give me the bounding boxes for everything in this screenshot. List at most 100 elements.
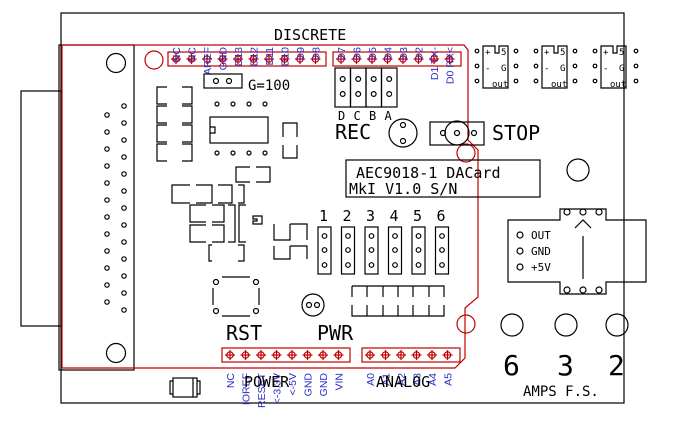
stop-pin <box>453 129 461 137</box>
sensor-pin <box>595 286 603 294</box>
pin-label: D6 <box>352 47 364 61</box>
gain-label: G=100 <box>248 78 290 94</box>
db25-pin <box>121 290 127 296</box>
header-pin[interactable] <box>398 54 408 64</box>
led-pin <box>313 301 321 309</box>
db25-pin <box>104 265 110 271</box>
rec-button[interactable] <box>388 118 418 148</box>
header-pin[interactable] <box>287 350 297 360</box>
mode-jumpers[interactable] <box>334 67 398 108</box>
rst-pin <box>212 307 220 315</box>
channel-number: 3 <box>366 207 375 225</box>
sensor-arrow <box>574 219 592 279</box>
channel-jumper-4[interactable]: 4 <box>387 207 403 275</box>
header-pin[interactable] <box>302 350 313 360</box>
sensor-pin <box>516 263 524 271</box>
sensor-pin-label: +5V <box>531 261 551 274</box>
discrete-label: DISCRETE <box>274 26 346 44</box>
db25-pin <box>121 137 127 143</box>
header-pin[interactable] <box>271 350 282 360</box>
pin-label: NC <box>187 47 199 63</box>
ic-notch <box>210 126 216 134</box>
header-pin[interactable] <box>217 54 228 64</box>
shield-outline <box>61 44 479 369</box>
header-pin[interactable] <box>336 54 346 64</box>
header-pin[interactable] <box>240 350 251 360</box>
header-pin[interactable] <box>351 54 362 64</box>
smd-diode <box>252 215 263 225</box>
pin-label: AREF <box>202 47 214 75</box>
sensor-pin <box>516 231 524 239</box>
header-pin[interactable] <box>225 350 235 360</box>
mode-jumper-c[interactable] <box>349 67 367 108</box>
header-pin[interactable] <box>382 54 393 64</box>
smd-pads <box>273 223 308 260</box>
header-pin[interactable] <box>396 350 406 360</box>
reset-button[interactable] <box>212 276 260 317</box>
amps-value: 2 <box>608 349 625 382</box>
header-discrete-left <box>167 51 327 67</box>
channel-jumper-6[interactable]: 6 <box>434 207 450 275</box>
gain-jumper[interactable] <box>203 73 243 89</box>
sensor-pin <box>563 208 571 216</box>
smd-pad <box>235 166 271 183</box>
smd-pad <box>156 86 193 105</box>
amps-hole[interactable] <box>554 313 578 337</box>
sensor-pin-label: OUT <box>531 229 551 242</box>
channel-number: 5 <box>413 207 422 225</box>
pin-label: D1 TX- <box>429 47 441 81</box>
channel-jumper-1[interactable]: 1 <box>317 207 332 275</box>
title-box <box>345 159 541 198</box>
header-power <box>221 347 351 363</box>
db25-pin <box>121 205 127 211</box>
channel-jumper-3[interactable]: 3 <box>364 207 379 275</box>
sensor-pin <box>563 286 571 294</box>
header-pin[interactable] <box>318 350 328 360</box>
sensor-pin <box>595 208 603 216</box>
header-pin[interactable] <box>256 350 266 360</box>
header-pin[interactable] <box>295 54 305 64</box>
mode-jumper-a[interactable] <box>380 67 398 108</box>
header-pin[interactable] <box>233 54 243 64</box>
mode-jumper-d[interactable] <box>334 67 352 108</box>
header-pin[interactable] <box>186 54 197 64</box>
db25-pin <box>121 222 127 228</box>
channel-jumper-5[interactable]: 5 <box>411 207 426 275</box>
header-pin[interactable] <box>365 350 375 360</box>
mode-jumper-b[interactable] <box>365 67 383 108</box>
amps-hole[interactable] <box>605 313 629 337</box>
header-pin[interactable] <box>264 54 274 64</box>
header-pin[interactable] <box>202 54 212 64</box>
header-pin[interactable] <box>411 350 422 360</box>
header-pin[interactable] <box>171 54 181 64</box>
header-pin[interactable] <box>442 350 453 360</box>
title-line1: AEC9018-1 DACard <box>356 164 501 182</box>
header-pin[interactable] <box>444 54 455 64</box>
header-pin[interactable] <box>310 54 321 64</box>
channel-number: 2 <box>343 207 352 225</box>
header-pin[interactable] <box>333 350 344 360</box>
channel-jumper-2[interactable]: 2 <box>340 207 356 275</box>
pin-label: <-5V <box>287 373 299 395</box>
header-pin[interactable] <box>427 350 437 360</box>
amps-hole[interactable] <box>500 313 524 337</box>
ic-pin <box>214 101 220 107</box>
pin-label: NC <box>225 373 237 389</box>
header-pin[interactable] <box>380 350 391 360</box>
header-pin[interactable] <box>413 54 424 64</box>
header-pin[interactable] <box>248 54 259 64</box>
pin-label: A4 <box>427 373 439 386</box>
jumper-letter: A <box>385 109 393 123</box>
smd-pad <box>156 143 193 162</box>
ic-pins <box>214 101 268 156</box>
pin-label: GND <box>303 373 315 397</box>
pin-label: D13 <box>233 47 245 66</box>
header-pin[interactable] <box>429 54 439 64</box>
header-pin[interactable] <box>367 54 377 64</box>
db25-pin <box>104 248 110 254</box>
header-pin[interactable] <box>279 54 290 64</box>
shield-mount-hole <box>456 143 476 163</box>
